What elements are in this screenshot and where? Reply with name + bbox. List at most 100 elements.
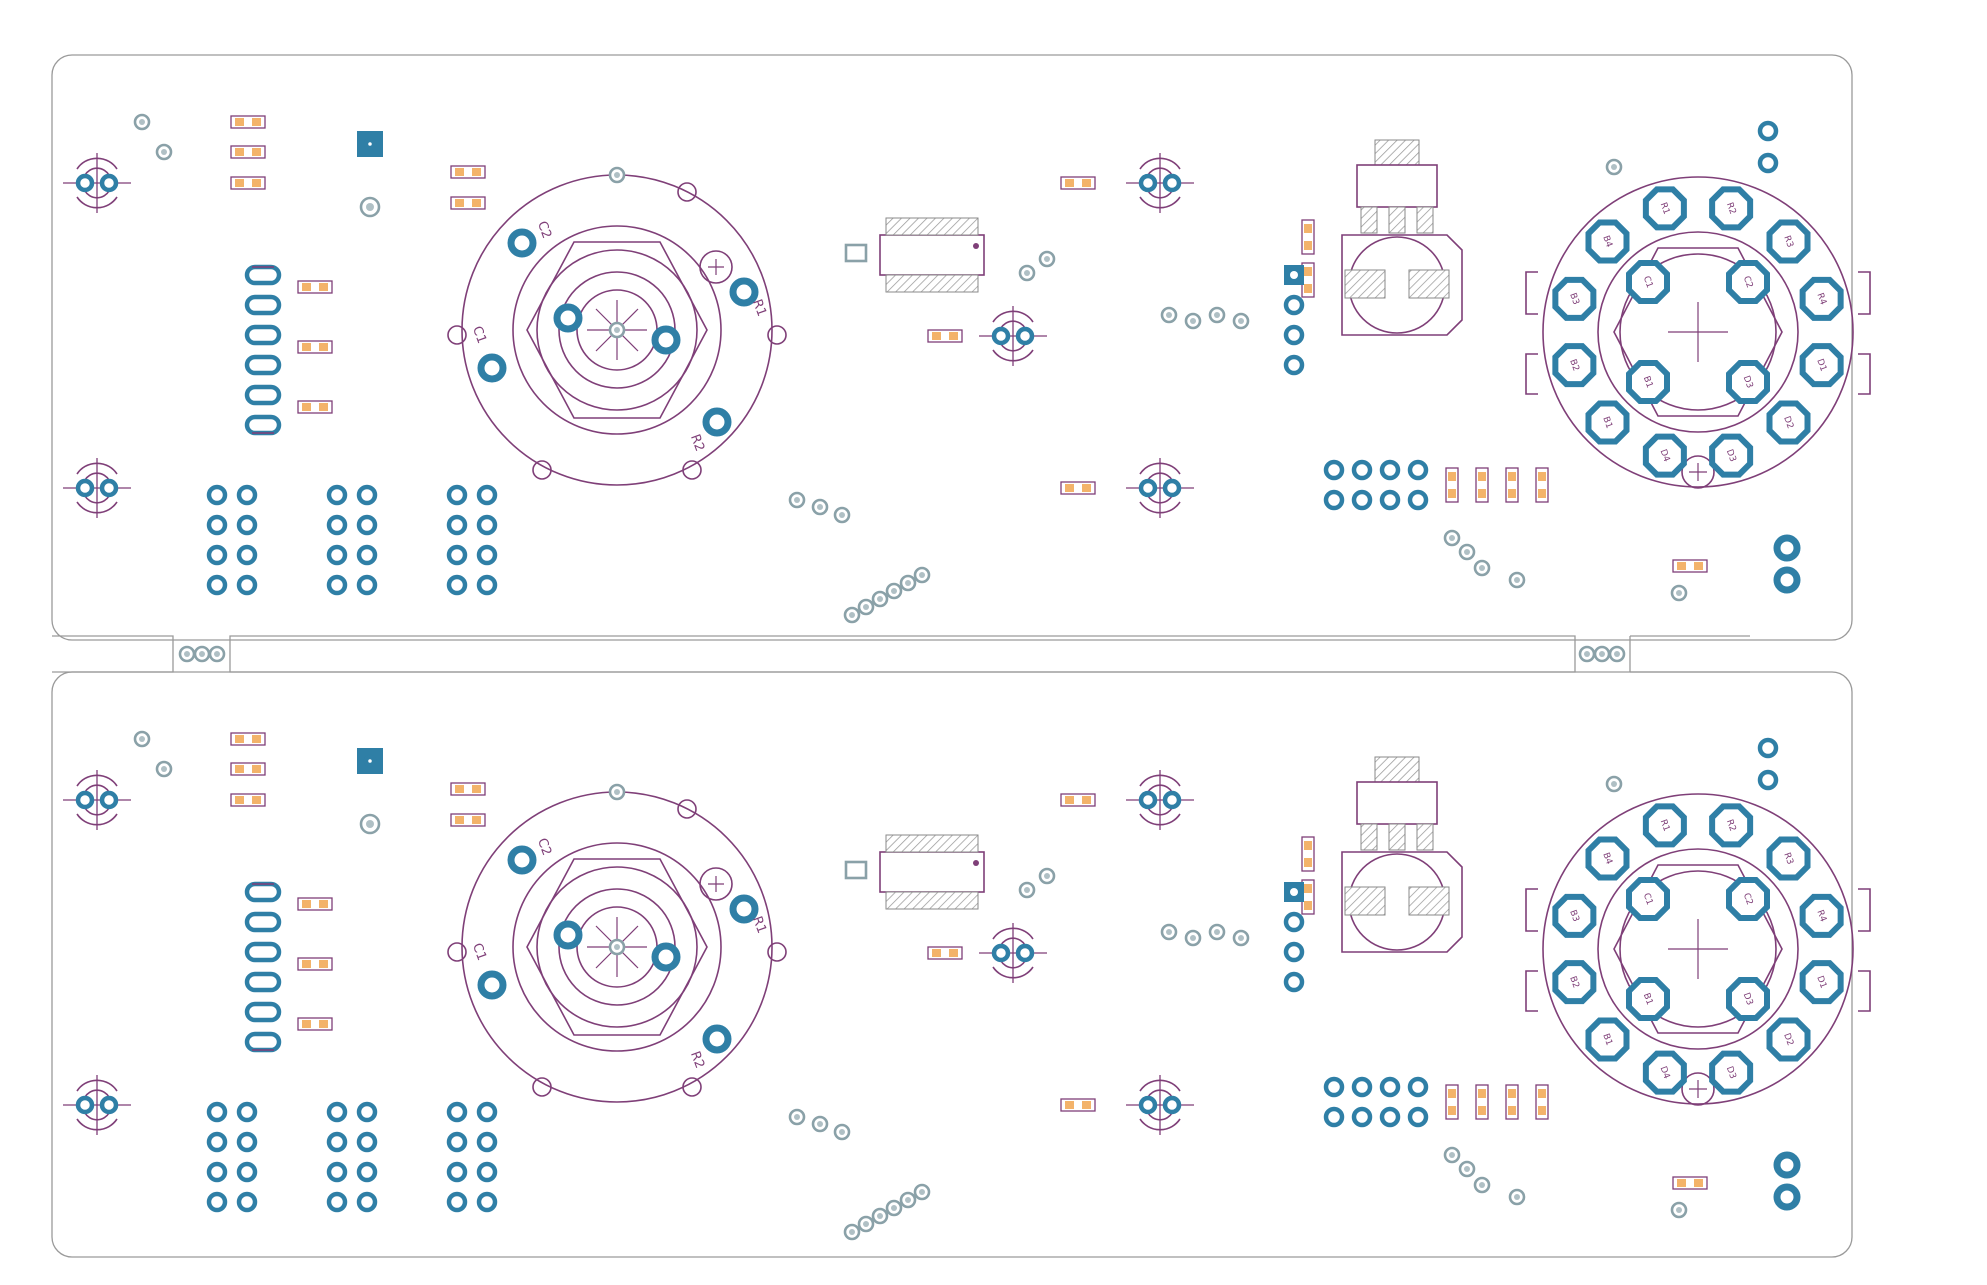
- smd-resistor: [1060, 1098, 1096, 1112]
- tht-pad: [329, 577, 345, 593]
- header-pad: [244, 1031, 282, 1053]
- rotary-pad-label: D2: [1781, 1032, 1795, 1047]
- ic-body: [879, 234, 985, 276]
- rotary-pad-label: D1: [1814, 975, 1828, 990]
- pad-c1: [477, 970, 507, 1000]
- reg-lead: [1360, 206, 1378, 234]
- via: [155, 143, 173, 161]
- round-pad-core: [366, 203, 374, 211]
- smd-resistor: [1535, 1084, 1549, 1120]
- pot-tab: [677, 182, 697, 202]
- rotary-ring: [1597, 848, 1799, 1050]
- pot-tab: [532, 460, 552, 480]
- pot-ring-outer: [512, 225, 722, 435]
- smd-resistor: [297, 957, 333, 971]
- tht-pad: [329, 1194, 345, 1210]
- rotary-pad-label: B4: [1600, 234, 1614, 249]
- via: [1605, 775, 1623, 793]
- tht-pad: [329, 547, 345, 563]
- smd-resistor: [297, 280, 333, 294]
- reg-body: [1356, 781, 1438, 825]
- rotary-pad-label: B2: [1567, 975, 1580, 990]
- cap-pad-left: [1344, 886, 1386, 916]
- via: [1232, 312, 1250, 330]
- via: [899, 1191, 917, 1209]
- via: [608, 938, 626, 956]
- rotary-pad-label: D4: [1658, 448, 1672, 464]
- tht-pad: [209, 1164, 225, 1180]
- rotary-pad-label: B3: [1567, 292, 1580, 307]
- rotary-pad-label: R4: [1814, 909, 1828, 924]
- tht-pad: [1286, 297, 1302, 313]
- mounting-hole: [979, 923, 1047, 983]
- pot-pad: [553, 303, 583, 333]
- tht-pad: [1326, 492, 1342, 508]
- header-pad: [244, 264, 282, 286]
- tht-pad: [1286, 974, 1302, 990]
- pad-c2: [507, 845, 537, 875]
- rotary-center-cross: [1668, 302, 1728, 362]
- tht-pad: [1382, 462, 1398, 478]
- tht-pad: [239, 577, 255, 593]
- pad-c1: [477, 353, 507, 383]
- rotary-center-cross: [1668, 919, 1728, 979]
- via: [1184, 312, 1202, 330]
- via: [1160, 923, 1178, 941]
- via: [1018, 881, 1036, 899]
- header-pad: [244, 414, 282, 436]
- pot-pad: [553, 920, 583, 950]
- rotary-pad-label: R4: [1814, 292, 1828, 307]
- rotary-pad-label: B1: [1600, 1032, 1613, 1047]
- label-r1: R1: [749, 297, 769, 318]
- pot-tab: [677, 799, 697, 819]
- via: [843, 1223, 861, 1241]
- voltage-regulator: [1341, 139, 1463, 336]
- reg-lead: [1388, 823, 1406, 851]
- tht-pad: [479, 1194, 495, 1210]
- tht-pad: [1286, 357, 1302, 373]
- tht-pad: [209, 1104, 225, 1120]
- label-c1: C1: [469, 941, 489, 962]
- smd-resistor: [230, 145, 266, 159]
- ic-pins-bottom: [885, 891, 979, 910]
- label-r1: R1: [749, 914, 769, 935]
- pot-tab: [767, 942, 787, 962]
- rotary-pad-label: D1: [1814, 358, 1828, 373]
- rotary-hex: [1613, 864, 1783, 1034]
- via: [1508, 571, 1526, 589]
- via: [608, 783, 626, 801]
- tht-pad: [449, 1134, 465, 1150]
- mounting-hole: [63, 153, 131, 213]
- tht-pad: [239, 517, 255, 533]
- rotary-pad-label: D4: [1658, 1065, 1672, 1081]
- tht-pad: [1773, 534, 1801, 562]
- pot-plus-sign: [708, 259, 724, 275]
- tht-pad: [1286, 944, 1302, 960]
- pad-c2: [507, 228, 537, 258]
- smd-resistor: [1672, 559, 1708, 573]
- via: [608, 321, 626, 339]
- reg-lead: [1388, 206, 1406, 234]
- header-outline: [252, 883, 274, 1051]
- tht-pad: [1326, 462, 1342, 478]
- via: [1605, 158, 1623, 176]
- tht-pad: [1326, 1079, 1342, 1095]
- tht-pad: [449, 517, 465, 533]
- header-outline: [252, 266, 274, 434]
- tht-pad: [479, 1164, 495, 1180]
- pad-r1: [729, 277, 759, 307]
- via: [133, 113, 151, 131]
- ic-soic: [844, 217, 985, 293]
- via: [885, 1199, 903, 1217]
- via: [871, 590, 889, 608]
- ic-pin1-marker: [973, 860, 979, 866]
- rotary-pad-label: R1: [1658, 818, 1671, 833]
- mounting-hole: [1126, 770, 1194, 830]
- rotary-pad-label: R3: [1781, 851, 1794, 866]
- label-c2: C2: [534, 219, 554, 240]
- via: [1208, 923, 1226, 941]
- smd-resistor: [1672, 1176, 1708, 1190]
- via: [899, 574, 917, 592]
- rotary-ring: [1597, 231, 1799, 433]
- via: [885, 582, 903, 600]
